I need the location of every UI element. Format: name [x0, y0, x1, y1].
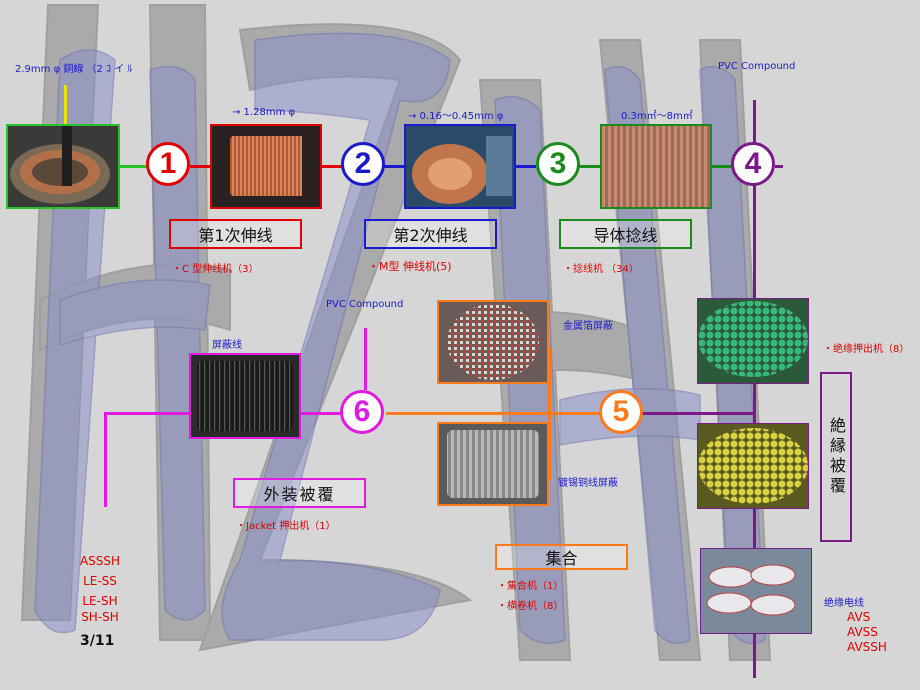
size-label-2: → 0.16～0.45mm φ: [408, 111, 504, 122]
connector-line: [578, 165, 602, 168]
step-3-label-box: 导体捻线: [559, 219, 692, 249]
connector-line: [104, 412, 190, 415]
pvc-compound-label-4: PVC Compound: [718, 61, 796, 72]
product-item: LE-SS: [83, 574, 117, 588]
step-4-label: 絶縁被覆: [827, 417, 846, 497]
step-6-marker: 6: [340, 390, 384, 434]
connector-line: [364, 328, 367, 390]
step-3-label: 导体捻线: [593, 226, 658, 245]
step-2-label: 第2次伸线: [393, 226, 468, 245]
step-5-marker: 5: [599, 390, 643, 434]
connector-line: [712, 165, 732, 168]
connector-line: [384, 165, 406, 168]
connector-line: [104, 412, 107, 507]
step-4-label-box: 絶縁被覆: [820, 372, 852, 542]
shielded-wire-photo: [189, 353, 301, 439]
connector-line: [301, 412, 341, 415]
step-6-machine: ・Jacket 押出机（1）: [236, 521, 336, 532]
step-6-label: 外装被覆: [263, 485, 336, 504]
stranded-conductor-photo: [600, 124, 712, 209]
product-list: ASSSH LE-SS LE-SH SH-SH: [78, 551, 122, 627]
foil-shield-label: 金属箔屏蔽: [563, 321, 613, 332]
size-label-1: → 1.28mm φ: [232, 107, 296, 118]
step-4-machine: ・绝缘押出机（8）: [823, 344, 910, 355]
connector-line: [775, 165, 783, 168]
shielded-wire-label: 屏蔽线: [212, 340, 242, 351]
braid-shield-photo: [437, 422, 549, 506]
connector-line: [190, 165, 212, 168]
wire-type-item: AVSSH: [847, 640, 887, 654]
step-5-label-box: 集合: [495, 544, 628, 570]
wire-type-item: AVS: [847, 610, 871, 624]
size-label-3: 0.3m㎡～8m㎡: [621, 111, 693, 122]
insulated-wire-title: 绝缘电线: [824, 598, 864, 609]
drawn-wire-spool-photo: [210, 124, 322, 209]
connector-line: [322, 165, 342, 168]
step-1-machine: ・C 型伸线机（3）: [172, 264, 259, 275]
step-2-marker: 2: [341, 142, 385, 186]
foil-shield-photo: [437, 300, 549, 384]
step-4-marker: 4: [731, 142, 775, 186]
pvc-compound-label-6: PVC Compound: [326, 299, 404, 310]
white-wire-coils-photo: [700, 548, 812, 634]
step-1-label-box: 第1次伸线: [169, 219, 302, 249]
connector-line: [516, 165, 536, 168]
step-3-machine: ・捻线机 （34）: [563, 264, 639, 275]
product-item: LE-SH: [82, 594, 118, 608]
connector-line: [120, 165, 148, 168]
step-1-label: 第1次伸线: [198, 226, 273, 245]
step-2-label-box: 第2次伸线: [364, 219, 497, 249]
copper-coil-photo: [6, 124, 120, 209]
connector-line: [64, 85, 67, 125]
page-number: 3/11: [80, 633, 115, 649]
braid-shield-label: 镀锡铜线屏蔽: [558, 478, 618, 489]
product-item: ASSSH: [79, 554, 121, 568]
insulated-wire-types: AVS AVSS AVSSH: [847, 610, 917, 655]
yellow-insulated-wire-photo: [697, 423, 809, 509]
connector-line: [386, 412, 600, 415]
step-5-machine: ・横卷机（8）: [497, 601, 564, 612]
wire-type-item: AVSS: [847, 625, 878, 639]
step-1-marker: 1: [146, 142, 190, 186]
step-5-machine: ・集合机（1）: [497, 581, 564, 592]
connector-line: [753, 100, 756, 678]
connector-line: [640, 412, 755, 415]
step-2-machine: ・M型 伸线机(5): [368, 260, 452, 273]
connector-line: [548, 348, 551, 480]
green-insulated-wire-photo: [697, 298, 809, 384]
fine-wire-drawing-photo: [404, 124, 516, 209]
step-3-marker: 3: [536, 142, 580, 186]
step-5-label: 集合: [545, 549, 578, 568]
raw-material-note: 2.9mm φ 銅線 （2 ｺ イ ﾙ: [15, 64, 133, 75]
step-6-label-box: 外装被覆: [233, 478, 366, 508]
product-item: SH-SH: [81, 610, 119, 624]
